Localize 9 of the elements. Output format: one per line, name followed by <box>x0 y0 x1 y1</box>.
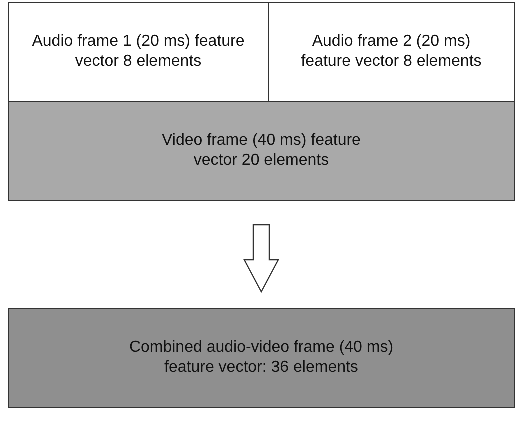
audio-frame-box <box>268 2 515 102</box>
node-label: Audio frame 1 (20 ms) feature vector 8 elements <box>31 32 246 72</box>
audio-frame-box <box>8 2 269 102</box>
node-label: Video frame (40 ms) feature vector 20 elements <box>161 131 362 171</box>
node-label: Combined audio-video frame (40 ms) feature vector: 36 elements <box>129 338 394 378</box>
block-arrow <box>244 224 280 294</box>
node-label: Audio frame 2 (20 ms) feature vector 8 elements <box>300 32 483 72</box>
video-frame-box <box>8 101 515 201</box>
combined-frame-box <box>8 308 515 408</box>
